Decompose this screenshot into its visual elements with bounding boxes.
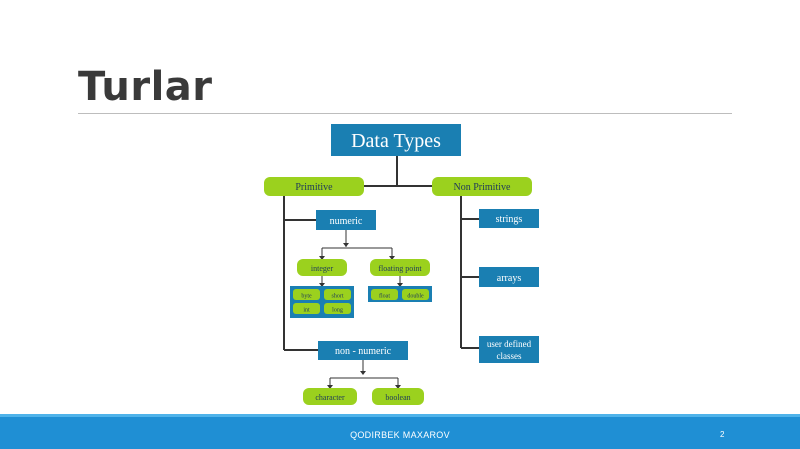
boolean-box: boolean [372, 388, 424, 405]
footer-author: QODIRBEK MAXAROV [350, 430, 450, 440]
arrow-lines [321, 230, 401, 386]
footer-page-number: 2 [720, 430, 725, 439]
numeric-label: numeric [330, 216, 363, 227]
boolean-label: boolean [385, 393, 410, 402]
float-type-float: float [371, 289, 398, 300]
non-primitive-label: Non Primitive [454, 182, 512, 193]
data-types-root-box: Data Types [331, 124, 461, 156]
float-types-group: float double [368, 286, 432, 302]
svg-text:short: short [332, 294, 344, 300]
strings-box: strings [479, 209, 539, 228]
arrays-label: arrays [497, 273, 522, 284]
svg-text:double: double [407, 294, 424, 300]
svg-text:byte: byte [301, 294, 312, 300]
slide-title: Turlar [78, 64, 213, 110]
primitive-box: Primitive [264, 177, 364, 196]
non-numeric-box: non - numeric [318, 341, 408, 360]
integer-types-group: byte short int long [290, 286, 354, 318]
user-defined-classes-box: user defined classes [479, 336, 539, 363]
arrays-box: arrays [479, 267, 539, 287]
non-numeric-label: non - numeric [335, 346, 392, 357]
floating-point-box: floating point [370, 259, 430, 276]
slide-footer-accent [0, 414, 800, 417]
numeric-box: numeric [316, 210, 376, 230]
floating-point-label: floating point [378, 264, 422, 273]
svg-text:long: long [332, 308, 343, 314]
svg-text:int: int [303, 308, 310, 314]
character-box: character [303, 388, 357, 405]
non-primitive-box: Non Primitive [432, 177, 532, 196]
primitive-label: Primitive [295, 182, 333, 193]
title-divider [78, 113, 732, 114]
data-types-label: Data Types [351, 130, 441, 152]
character-label: character [315, 393, 345, 402]
connector-lines [283, 156, 479, 351]
arrow-heads [319, 243, 403, 389]
integer-type-int: int [293, 303, 320, 314]
integer-type-short: short [324, 289, 351, 300]
svg-text:float: float [379, 293, 390, 300]
slide-footer-bar [0, 414, 800, 449]
integer-type-long: long [324, 303, 351, 314]
strings-label: strings [496, 214, 523, 225]
user-defined-label: user defined [487, 339, 532, 349]
classes-label: classes [497, 351, 522, 361]
integer-box: integer [297, 259, 347, 276]
float-type-double: double [402, 289, 429, 300]
integer-label: integer [311, 264, 334, 273]
integer-type-byte: byte [293, 289, 320, 300]
